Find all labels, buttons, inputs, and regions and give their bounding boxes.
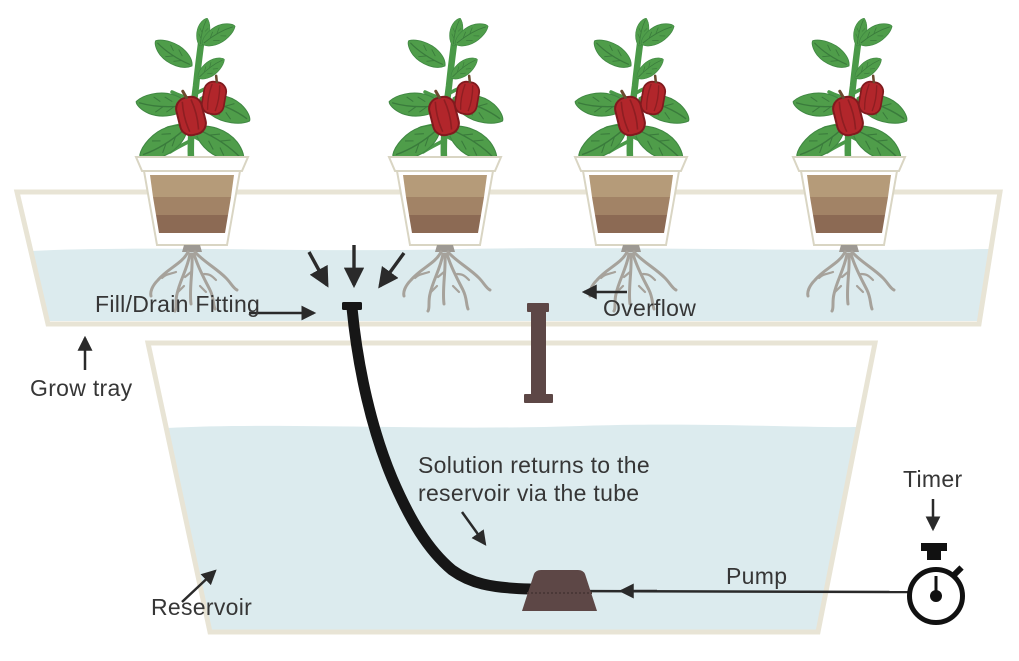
timer-icon <box>907 543 965 625</box>
label-overflow: Overflow <box>603 295 697 321</box>
label-reservoir: Reservoir <box>151 594 253 620</box>
arrow-flow-right <box>378 252 406 289</box>
arrow-solution <box>460 511 487 546</box>
label-solution-return: Solution returns to the reservoir via th… <box>418 451 650 507</box>
pump <box>522 570 597 611</box>
label-solution-line1: Solution returns to the <box>418 452 650 478</box>
reservoir-water <box>167 424 857 630</box>
return-tube <box>346 302 536 595</box>
label-timer: Timer <box>903 466 963 492</box>
pump-timer-wire <box>559 589 909 594</box>
label-grow-tray: Grow tray <box>30 375 133 401</box>
arrow-reservoir <box>181 569 217 603</box>
label-solution-line2: reservoir via the tube <box>418 480 640 506</box>
fill-drain-fitting <box>342 302 362 310</box>
grow-tray-water <box>31 248 990 321</box>
label-pump: Pump <box>726 563 788 589</box>
overflow-pipe <box>524 303 553 403</box>
arrow-flow-left <box>307 251 329 288</box>
reservoir <box>144 340 879 635</box>
label-fill-drain-fitting: Fill/Drain Fitting <box>95 291 261 317</box>
